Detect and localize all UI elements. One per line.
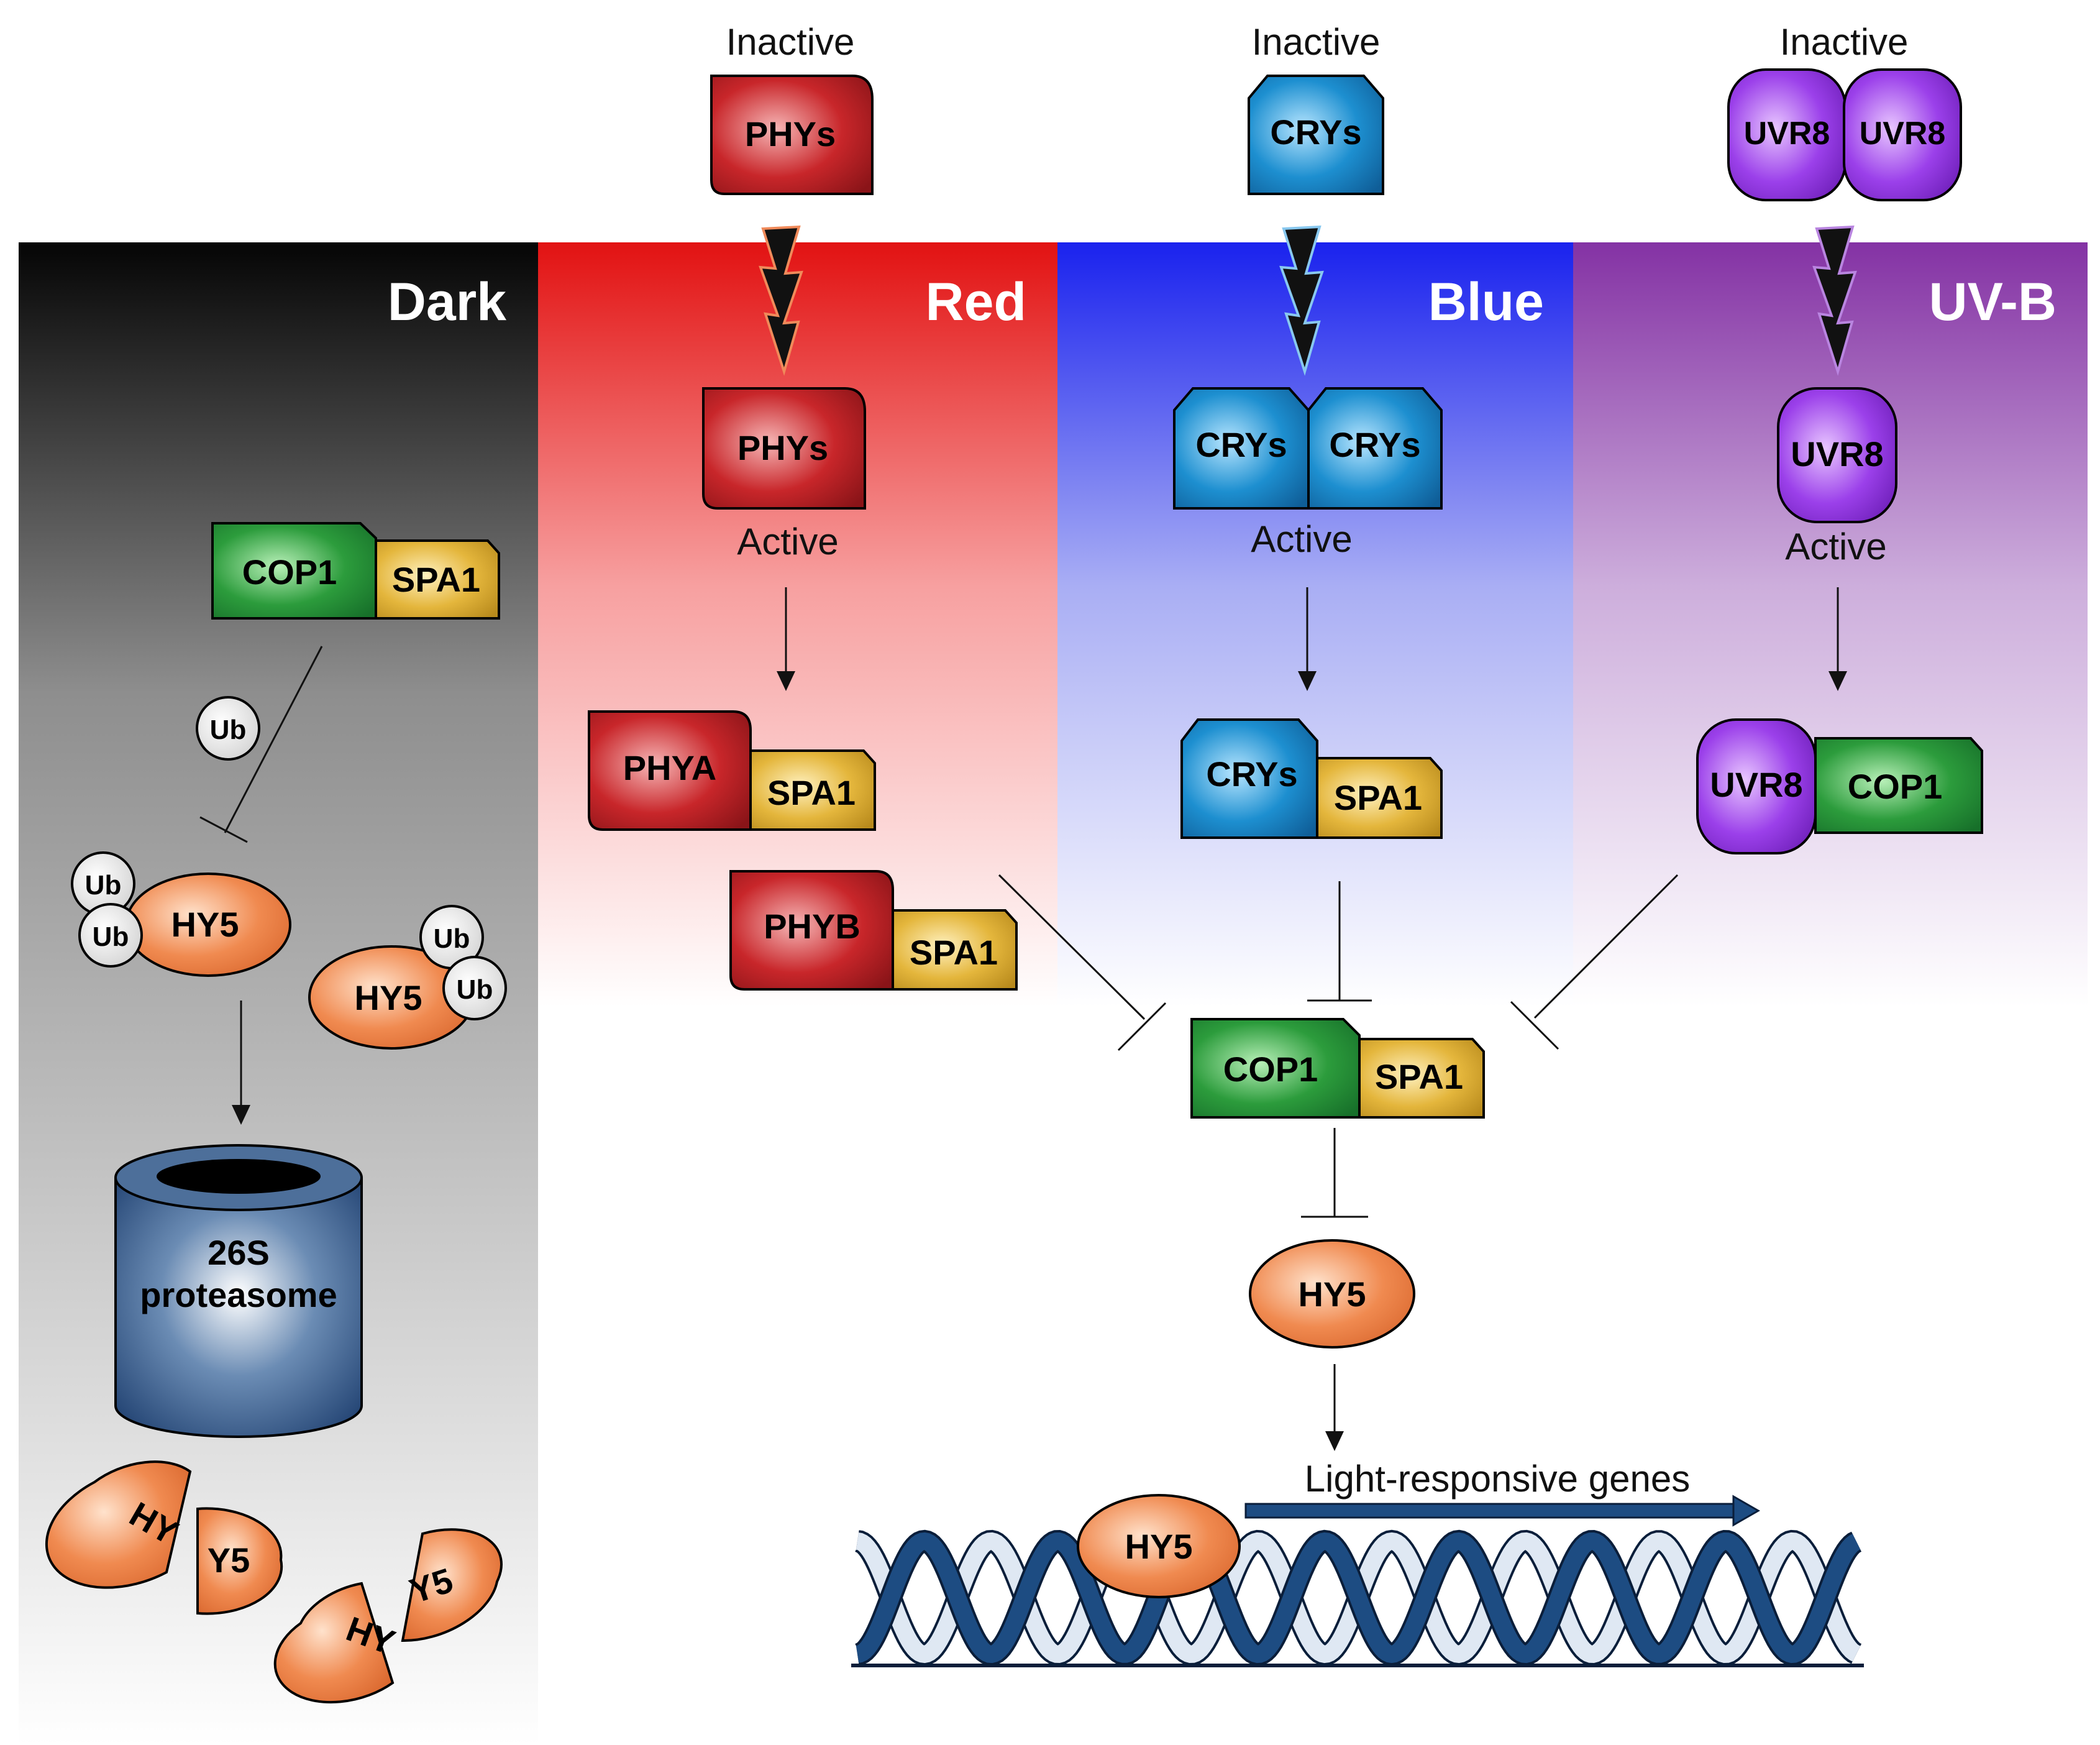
- hy5-fragment-1: HY: [45, 1460, 192, 1589]
- label-active-crys: Active: [1251, 518, 1352, 560]
- svg-text:UVR8: UVR8: [1860, 116, 1946, 152]
- inhibit-uvr8-to-cop1: [1510, 874, 1679, 1050]
- uvr8-cop1-complex: UVR8 COP1: [1696, 718, 1983, 854]
- crys-inactive-protein: CRYs: [1248, 75, 1384, 195]
- phya-spa1-complex: PHYA SPA1: [588, 710, 876, 831]
- genes-label: Light-responsive genes: [1305, 1458, 1690, 1500]
- svg-text:PHYA: PHYA: [623, 748, 716, 787]
- crys-active-dimer: CRYs CRYs: [1173, 387, 1443, 510]
- hy5-ubiquitinated-left: HY5 Ub Ub: [71, 851, 291, 977]
- blue-panel: [1057, 242, 1573, 1007]
- svg-text:SPA1: SPA1: [910, 933, 998, 972]
- svg-text:HY5: HY5: [171, 905, 239, 944]
- uvr8-active-monomer: UVR8: [1777, 387, 1897, 523]
- crys-spa1-complex: CRYs SPA1: [1180, 718, 1443, 839]
- svg-text:COP1: COP1: [1848, 767, 1943, 806]
- phys-inactive-protein: PHYs: [710, 75, 874, 195]
- cop1-spa1-central-complex: COP1 SPA1: [1190, 1018, 1485, 1119]
- svg-text:PHYB: PHYB: [764, 907, 861, 946]
- dna-double-helix: [851, 1529, 1864, 1667]
- panel-title-red: Red: [926, 272, 1026, 332]
- label-inactive-uvr8: Inactive: [1780, 21, 1909, 63]
- svg-text:Ub: Ub: [434, 923, 470, 954]
- svg-text:Ub: Ub: [210, 715, 247, 745]
- svg-text:CRYs: CRYs: [1206, 754, 1297, 794]
- lightning-bolt-uvb: [1812, 225, 1857, 376]
- svg-text:UVR8: UVR8: [1744, 116, 1830, 152]
- svg-text:UVR8: UVR8: [1791, 434, 1883, 474]
- hy5-fragment-4: Y5: [401, 1528, 503, 1642]
- dna-strand-front: [856, 1532, 1861, 1664]
- svg-text:CRYs: CRYs: [1270, 112, 1361, 152]
- svg-text:SPA1: SPA1: [392, 560, 480, 599]
- label-inactive-phys: Inactive: [726, 21, 855, 63]
- hy5-ubiquitinated-right: HY5 Ub Ub: [308, 905, 507, 1050]
- svg-text:SPA1: SPA1: [767, 773, 856, 812]
- svg-text:Y5: Y5: [208, 1541, 250, 1580]
- svg-text:proteasome: proteasome: [140, 1275, 337, 1314]
- svg-text:CRYs: CRYs: [1195, 425, 1287, 464]
- svg-text:COP1: COP1: [1223, 1050, 1318, 1089]
- lightning-bolt-blue: [1279, 225, 1324, 376]
- phyb-spa1-complex: PHYB SPA1: [729, 870, 1018, 991]
- arrow-hy5-to-proteasome: [232, 1001, 250, 1125]
- 26s-proteasome: 26S proteasome: [114, 1144, 363, 1438]
- arrow-crys-to-complex: [1298, 587, 1317, 691]
- arrow-phys-to-phya: [777, 587, 795, 691]
- inhibit-cop1-ubiquitinate-hy5: [199, 646, 323, 843]
- panel-title-blue: Blue: [1428, 272, 1544, 332]
- label-active-phys: Active: [737, 521, 838, 562]
- svg-text:SPA1: SPA1: [1375, 1057, 1463, 1096]
- ub-tag-free: Ub: [196, 696, 260, 761]
- svg-text:SPA1: SPA1: [1334, 778, 1422, 817]
- transcription-arrow: [1244, 1495, 1761, 1527]
- svg-text:COP1: COP1: [242, 552, 337, 592]
- inhibit-cry-to-cop1: [1307, 881, 1372, 1002]
- hy5-bound-to-dna: HY5: [1077, 1494, 1241, 1598]
- svg-text:HY5: HY5: [1299, 1275, 1366, 1314]
- phys-active-protein: PHYs: [702, 387, 866, 510]
- hy5-fragment-2: Y5: [196, 1507, 283, 1615]
- label-active-uvr8: Active: [1785, 526, 1886, 567]
- cop1-spa1-dark-complex: COP1 SPA1: [211, 522, 500, 620]
- hy5-central-protein: HY5: [1249, 1239, 1415, 1349]
- svg-text:Ub: Ub: [93, 922, 129, 952]
- svg-text:PHYs: PHYs: [745, 114, 836, 153]
- svg-text:CRYs: CRYs: [1329, 425, 1420, 464]
- svg-text:Ub: Ub: [457, 974, 493, 1005]
- label-inactive-crys: Inactive: [1252, 21, 1381, 63]
- svg-text:HY5: HY5: [1125, 1527, 1193, 1566]
- arrow-hy5-to-genes: [1325, 1364, 1344, 1451]
- svg-text:Ub: Ub: [85, 870, 122, 900]
- inhibit-cop1-to-hy5: [1301, 1128, 1368, 1218]
- uvr8-inactive-dimer: UVR8 UVR8: [1727, 68, 1962, 201]
- svg-text:26S: 26S: [208, 1233, 270, 1272]
- svg-text:HY5: HY5: [355, 978, 422, 1017]
- svg-text:UVR8: UVR8: [1710, 765, 1802, 804]
- panel-title-dark: Dark: [388, 272, 506, 332]
- panel-title-uvb: UV-B: [1929, 272, 2057, 332]
- uvb-panel: [1573, 242, 2088, 1007]
- arrow-uvr8-to-complex: [1828, 587, 1847, 691]
- svg-text:PHYs: PHYs: [737, 428, 828, 467]
- inhibit-phy-to-cop1: [998, 874, 1167, 1051]
- lightning-bolt-red: [759, 225, 803, 376]
